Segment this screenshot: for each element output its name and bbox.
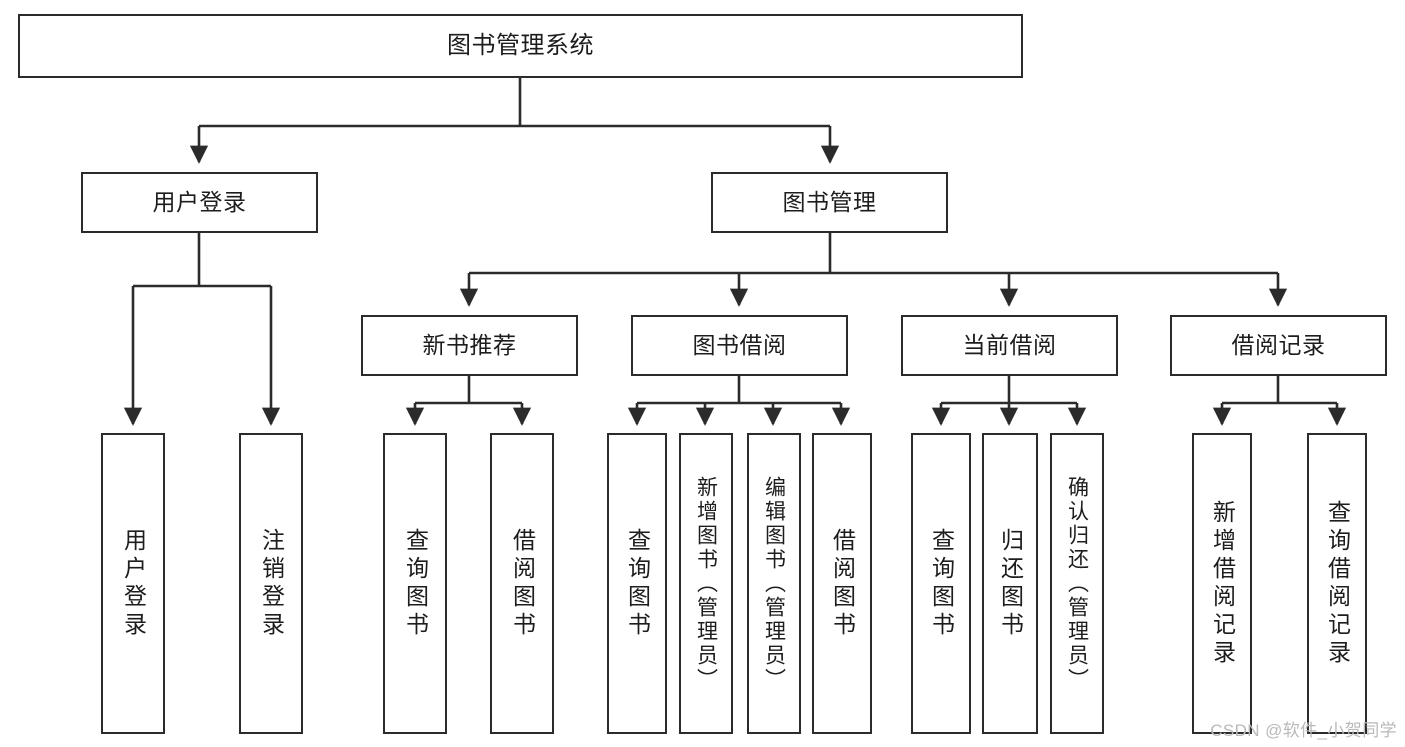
- node-leaf-query-record[interactable]: 查询借阅记录: [1307, 433, 1367, 734]
- node-leaf-add-book[interactable]: 新增图书（管理员）: [679, 433, 733, 734]
- node-book-borrow[interactable]: 图书借阅: [631, 315, 848, 376]
- node-leaf-return-book-label: 归还图书: [997, 527, 1024, 640]
- node-book-borrow-label: 图书借阅: [692, 331, 787, 358]
- node-leaf-return-book[interactable]: 归还图书: [982, 433, 1038, 734]
- node-leaf-query-book-2[interactable]: 查询图书: [607, 433, 667, 734]
- node-leaf-borrow-book-2-label: 借阅图书: [829, 527, 856, 640]
- node-root-book-management-system[interactable]: 图书管理系统: [18, 14, 1023, 78]
- node-leaf-user-login-label: 用户登录: [120, 527, 147, 640]
- node-current-borrow-label: 当前借阅: [962, 331, 1057, 358]
- node-leaf-add-book-label: 新增图书（管理员）: [694, 475, 718, 692]
- node-new-book-recommend[interactable]: 新书推荐: [361, 315, 578, 376]
- node-leaf-confirm-return-label: 确认归还（管理员）: [1065, 475, 1089, 692]
- node-borrow-record[interactable]: 借阅记录: [1170, 315, 1387, 376]
- node-root-label: 图书管理系统: [447, 31, 594, 59]
- node-leaf-query-book-1[interactable]: 查询图书: [383, 433, 447, 734]
- node-leaf-logout-label: 注销登录: [258, 527, 285, 640]
- node-user-login[interactable]: 用户登录: [81, 172, 318, 233]
- node-leaf-borrow-book-1[interactable]: 借阅图书: [490, 433, 554, 734]
- node-leaf-confirm-return[interactable]: 确认归还（管理员）: [1050, 433, 1104, 734]
- node-leaf-query-book-3-label: 查询图书: [928, 527, 955, 640]
- node-leaf-add-record[interactable]: 新增借阅记录: [1192, 433, 1252, 734]
- node-user-login-label: 用户登录: [152, 188, 247, 215]
- node-book-manage[interactable]: 图书管理: [711, 172, 948, 233]
- node-leaf-borrow-book-2[interactable]: 借阅图书: [812, 433, 872, 734]
- node-leaf-user-login[interactable]: 用户登录: [101, 433, 165, 734]
- node-borrow-record-label: 借阅记录: [1231, 331, 1326, 358]
- node-new-book-recommend-label: 新书推荐: [422, 331, 517, 358]
- node-leaf-query-book-3[interactable]: 查询图书: [911, 433, 971, 734]
- node-leaf-edit-book[interactable]: 编辑图书（管理员）: [747, 433, 801, 734]
- csdn-watermark: CSDN @软件_小贺同学: [1210, 721, 1397, 740]
- node-leaf-logout[interactable]: 注销登录: [239, 433, 303, 734]
- node-leaf-query-book-1-label: 查询图书: [402, 527, 429, 640]
- node-current-borrow[interactable]: 当前借阅: [901, 315, 1118, 376]
- node-leaf-edit-book-label: 编辑图书（管理员）: [762, 475, 786, 692]
- node-leaf-query-record-label: 查询借阅记录: [1324, 499, 1351, 668]
- node-leaf-add-record-label: 新增借阅记录: [1209, 499, 1236, 668]
- node-leaf-borrow-book-1-label: 借阅图书: [509, 527, 536, 640]
- node-book-manage-label: 图书管理: [782, 188, 877, 215]
- node-leaf-query-book-2-label: 查询图书: [624, 527, 651, 640]
